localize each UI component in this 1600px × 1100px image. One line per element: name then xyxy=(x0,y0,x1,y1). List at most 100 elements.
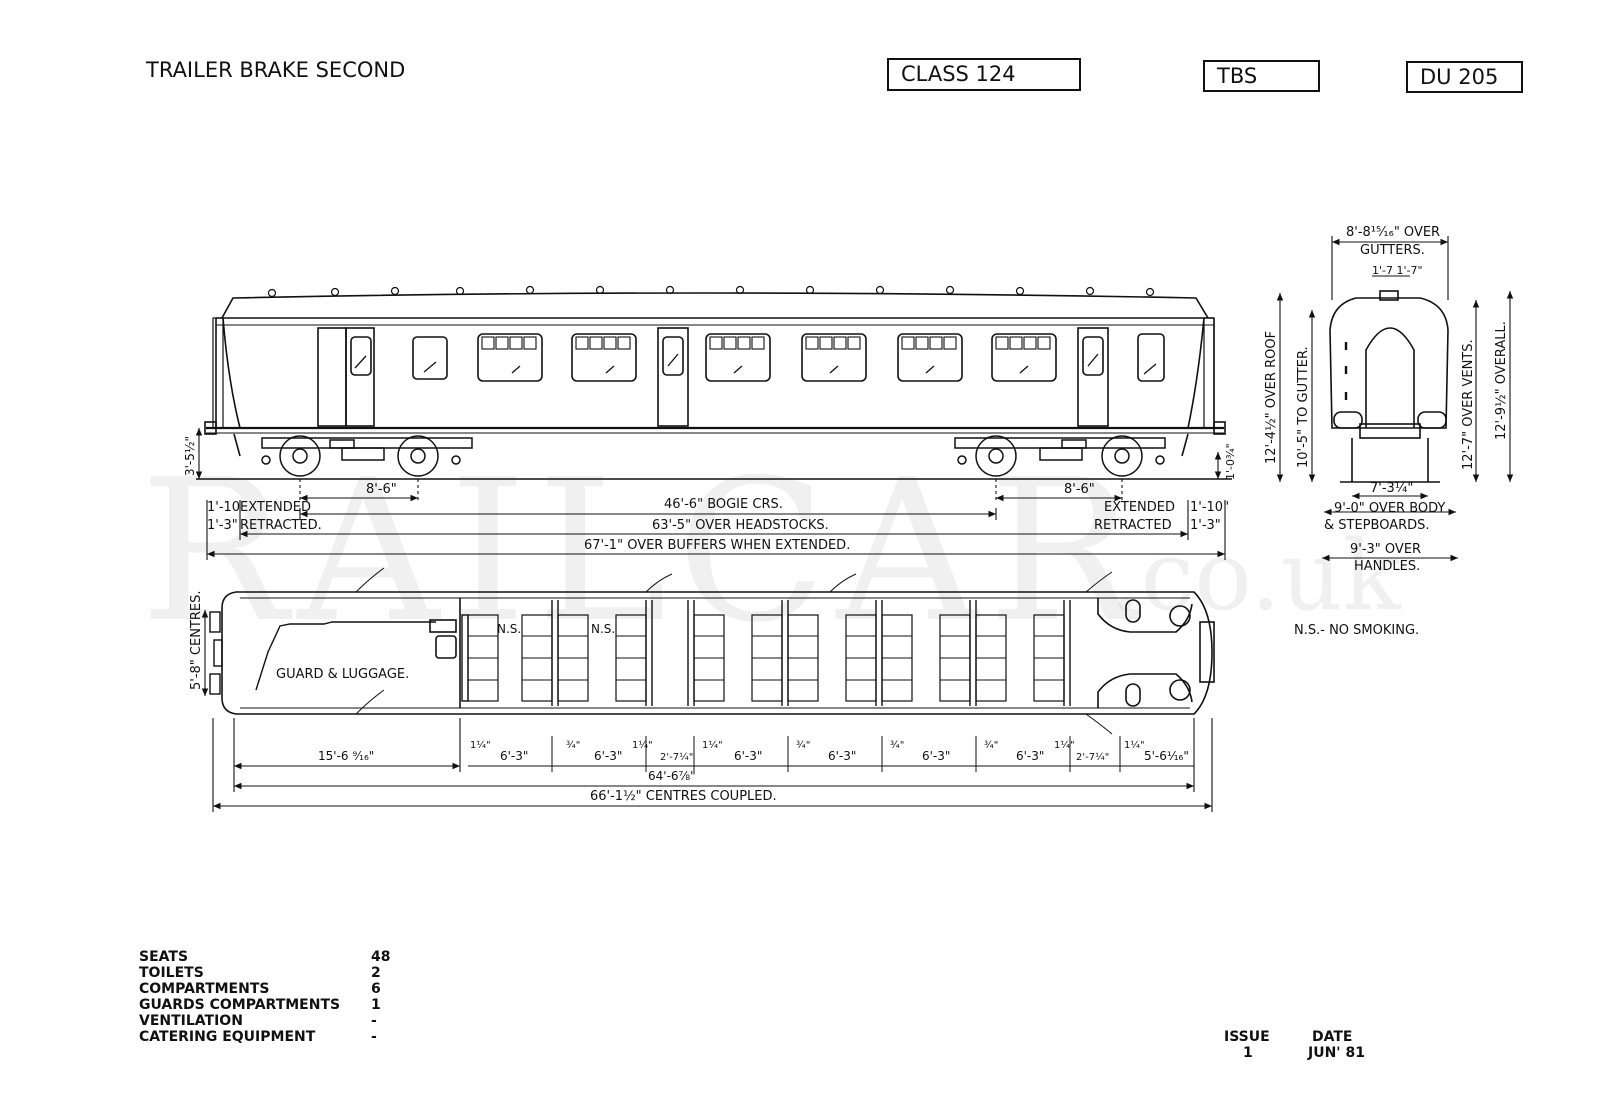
side-windows xyxy=(412,333,1165,382)
date-value: JUN' 81 xyxy=(1308,1045,1365,1061)
plan-dim-16: 2'-7¼" xyxy=(1076,751,1109,763)
elevation-roof xyxy=(221,292,1209,319)
spec-value: 48 xyxy=(371,949,391,965)
plan-dim-10: 6'-3" xyxy=(828,749,856,763)
dim-buffer-extended-left: 1'-10 xyxy=(207,500,240,515)
glass-hatching xyxy=(354,353,1157,375)
plan-buffers-left xyxy=(209,611,223,695)
dim-height-rail: 3'-5½" xyxy=(183,436,197,476)
guard-door-left xyxy=(317,327,347,427)
end-over-body-2: & STEPBOARDS. xyxy=(1324,518,1430,533)
end-view xyxy=(1329,290,1449,483)
plan-dim-5: 1¼" xyxy=(632,739,653,751)
class-box: CLASS 124 xyxy=(887,58,1081,91)
plan-dim-12: 6'-3" xyxy=(922,749,950,763)
dim-bogie-wheelbase-right: 8'-6" xyxy=(1064,482,1095,497)
date-label: DATE xyxy=(1312,1029,1353,1045)
plan-outline xyxy=(221,591,1213,715)
type-code-box: TBS xyxy=(1203,60,1320,92)
spec-value: 1 xyxy=(371,997,381,1013)
plan-dim-8: 6'-3" xyxy=(734,749,762,763)
end-over-gutters-1: 8'-8¹⁵⁄₁₆" OVER xyxy=(1346,225,1440,240)
end-over-roof: 12'-4½" OVER ROOF xyxy=(1264,331,1279,464)
plan-dimensions xyxy=(201,610,1213,812)
passenger-door-right xyxy=(1077,327,1109,427)
end-over-gutters-2: GUTTERS. xyxy=(1360,243,1425,258)
plan-dim-14: 6'-3" xyxy=(1016,749,1044,763)
end-view-dimensions xyxy=(1276,236,1514,562)
spec-label: VENTILATION xyxy=(139,1013,243,1029)
plan-view xyxy=(209,567,1215,735)
plan-centres: 5'-8" CENTRES. xyxy=(189,590,204,690)
end-to-gutter: 10'-5" TO GUTTER. xyxy=(1296,346,1311,468)
roof-vents xyxy=(267,285,1155,298)
buffer-left xyxy=(204,421,217,435)
spec-label: CATERING EQUIPMENT xyxy=(139,1029,316,1045)
window-toplights xyxy=(481,336,1051,350)
dim-over-buffers: 67'-1" OVER BUFFERS WHEN EXTENDED. xyxy=(584,538,850,553)
dim-buffer-extended-right: 1'-10" xyxy=(1190,500,1229,515)
plan-dim-1: 1¼" xyxy=(470,739,491,751)
end-over-body-1: 9'-0" OVER BODY xyxy=(1334,501,1445,516)
end-gangway-left xyxy=(212,317,224,429)
end-track-width: 7'-3¼" xyxy=(1370,481,1413,496)
toilet-upper xyxy=(1097,598,1193,633)
bogie-right xyxy=(954,435,1166,477)
label-retracted-left: RETRACTED. xyxy=(240,518,322,533)
plan-dim-3: ¾" xyxy=(566,740,580,751)
label-retracted-right: RETRACTED xyxy=(1094,518,1172,533)
plan-dim-18: 5'-6¹⁄₁₆" xyxy=(1144,749,1189,763)
drawing-title: TRAILER BRAKE SECOND xyxy=(146,58,406,82)
spec-label: COMPARTMENTS xyxy=(139,981,270,997)
plan-dim-17: 1¼" xyxy=(1124,739,1145,751)
compartment-walls xyxy=(461,600,1071,706)
issue-label: ISSUE xyxy=(1224,1029,1270,1045)
plan-dim-13: ¾" xyxy=(984,740,998,751)
plan-dim-7: 1¼" xyxy=(702,739,723,751)
plan-dim-2: 6'-3" xyxy=(500,749,528,763)
seat-dividers xyxy=(468,635,1064,681)
plan-dim-15: 1¼" xyxy=(1054,739,1075,751)
dim-over-headstocks: 63'-5" OVER HEADSTOCKS. xyxy=(652,518,829,533)
plan-dim-11: ¾" xyxy=(890,740,904,751)
watermark-suffix: .co.uk xyxy=(1110,520,1401,632)
end-over-vents: 12'-7" OVER VENTS. xyxy=(1461,339,1476,470)
spec-value: - xyxy=(371,1029,377,1045)
spec-value: - xyxy=(371,1013,377,1029)
plan-dim-6: 2'-7¼" xyxy=(660,751,693,763)
label-extended-right: EXTENDED xyxy=(1104,500,1175,515)
plan-dim-9: ¾" xyxy=(796,740,810,751)
spec-label: SEATS xyxy=(139,949,189,965)
plan-ns-1: N.S. xyxy=(497,622,521,636)
plan-dim-guard: 15'-6 ⁹⁄₁₆" xyxy=(318,749,374,763)
guard-partition xyxy=(255,621,436,691)
passenger-door-centre xyxy=(657,327,689,427)
end-over-handles-2: HANDLES. xyxy=(1354,559,1420,574)
plan-legend: N.S.- NO SMOKING. xyxy=(1294,623,1419,638)
dim-bogie-wheelbase-left: 8'-6" xyxy=(366,482,397,497)
toilet-lower xyxy=(1097,673,1193,708)
spec-value: 6 xyxy=(371,981,381,997)
spec-label: GUARDS COMPARTMENTS xyxy=(139,997,341,1013)
bogie-left xyxy=(261,435,473,477)
plan-inside-length: 64'-6⅞" xyxy=(648,769,696,783)
issue-value: 1 xyxy=(1243,1045,1253,1061)
spec-value: 2 xyxy=(371,965,381,981)
dim-step-height: 1'-0¾" xyxy=(1224,443,1237,480)
spec-label: TOILETS xyxy=(139,965,204,981)
buffer-right xyxy=(1213,421,1226,435)
end-over-handles-1: 9'-3" OVER xyxy=(1350,542,1421,557)
side-elevation xyxy=(196,285,1232,480)
guard-door-right xyxy=(345,327,375,427)
plan-dim-4: 6'-3" xyxy=(594,749,622,763)
plan-guard-label: GUARD & LUGGAGE. xyxy=(276,667,409,682)
plan-ns-2: N.S. xyxy=(591,622,615,636)
end-window-dims: 1'-7 1'-7" xyxy=(1372,264,1423,277)
diagram-number-box: DU 205 xyxy=(1406,61,1523,93)
dim-bogie-centres: 46'-6" BOGIE CRS. xyxy=(664,497,783,512)
dim-buffer-retracted-left: 1'-3" xyxy=(207,518,238,533)
dim-buffer-retracted-right: 1'-3" xyxy=(1190,518,1221,533)
end-overall: 12'-9½" OVERALL. xyxy=(1494,321,1509,440)
